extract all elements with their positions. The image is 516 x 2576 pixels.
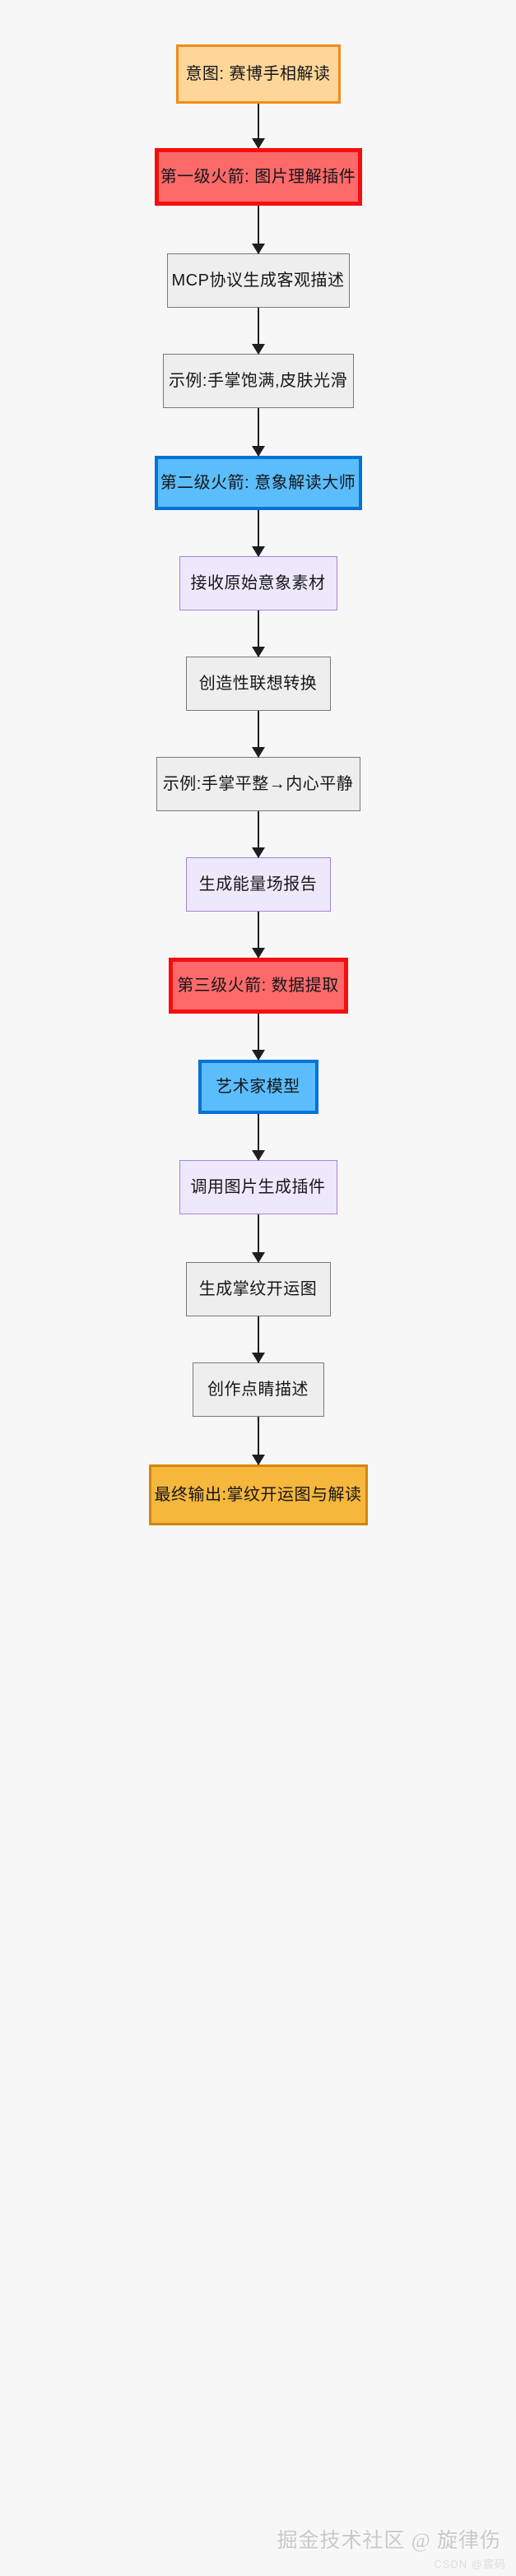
arrow-head-icon [251,446,265,457]
flow-node-example2[interactable]: 示例:手掌平整→内心平静 [156,757,360,811]
flow-node-receive-imagery[interactable]: 接收原始意象素材 [179,556,337,610]
arrow-head-icon [251,1252,265,1263]
arrow-head-icon [251,1455,265,1465]
arrow-head-icon [251,1353,265,1363]
watermark-primary: 掘金技术社区 @ 旋律伤 [277,2530,501,2552]
flow-node-create-desc[interactable]: 创作点睛描述 [192,1362,324,1417]
flow-arrow-stage1-to-mcp-describe [251,206,265,254]
flow-arrow-stage3-to-artist-model [251,1014,265,1061]
arrow-head-icon [251,1150,265,1161]
arrow-head-icon [251,847,265,858]
flow-node-stage3[interactable]: 第三级火箭: 数据提取 [168,958,348,1014]
flow-node-stage1[interactable]: 第一级火箭: 图片理解插件 [154,148,362,206]
arrow-head-icon [251,546,265,557]
arrow-head-icon [251,138,265,149]
flowchart-node-chain: 意图: 赛博手相解读第一级火箭: 图片理解插件 MCP协议生成客观描述示例:手掌饱… [148,44,368,1525]
arrow-head-icon [251,747,265,758]
flow-node-artist-model[interactable]: 艺术家模型 [198,1060,318,1114]
arrow-head-icon [251,244,265,254]
flow-node-example1[interactable]: 示例:手掌饱满,皮肤光滑 [162,354,354,408]
flow-node-intent[interactable]: 意图: 赛博手相解读 [175,44,341,104]
flow-arrow-receive-imagery-to-creative-assoc [251,610,265,657]
flow-arrow-call-img-plugin-to-gen-palm-image [251,1214,265,1263]
arrow-head-icon [251,344,265,355]
arrow-head-icon [251,1050,265,1061]
flow-node-call-img-plugin[interactable]: 调用图片生成插件 [179,1160,337,1214]
flow-arrow-intent-to-stage1 [251,104,265,149]
flow-node-energy-report[interactable]: 生成能量场报告 [185,857,331,912]
arrow-head-icon [251,647,265,657]
flow-arrow-artist-model-to-call-img-plugin [251,1114,265,1161]
flow-arrow-mcp-describe-to-example1 [251,308,265,355]
flow-arrow-example2-to-energy-report [251,811,265,858]
arrow-head-icon [251,948,265,958]
flow-node-gen-palm-image[interactable]: 生成掌纹开运图 [185,1262,331,1316]
flow-arrow-example1-to-stage2 [251,408,265,457]
flow-arrow-gen-palm-image-to-create-desc [251,1316,265,1363]
flow-arrow-energy-report-to-stage3 [251,912,265,958]
watermark-secondary: CSDN @宸码 [434,2558,506,2570]
flow-node-final-output[interactable]: 最终输出:掌纹开运图与解读 [148,1464,368,1525]
flow-node-stage2[interactable]: 第二级火箭: 意象解读大师 [154,456,362,510]
flow-node-mcp-describe[interactable]: MCP协议生成客观描述 [166,253,350,308]
flow-arrow-stage2-to-receive-imagery [251,510,265,557]
flow-arrow-create-desc-to-final-output [251,1417,265,1465]
flow-node-creative-assoc[interactable]: 创造性联想转换 [185,657,331,711]
flow-arrow-creative-assoc-to-example2 [251,711,265,758]
